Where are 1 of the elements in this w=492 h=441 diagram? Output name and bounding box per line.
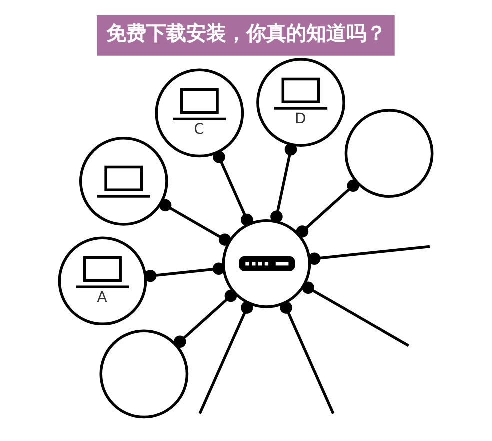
diagram-title: 免费下载安装，你真的知道吗？ [106, 20, 387, 45]
